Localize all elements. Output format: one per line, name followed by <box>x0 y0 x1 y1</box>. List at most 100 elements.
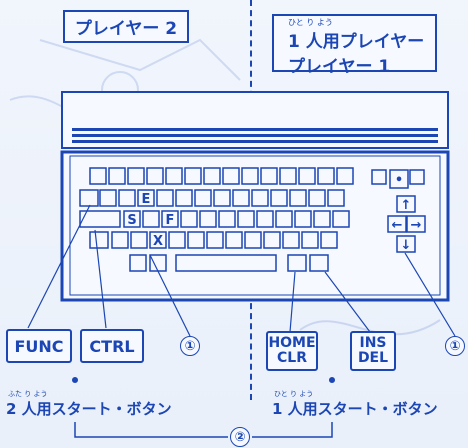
key <box>256 210 274 228</box>
key <box>89 231 109 249</box>
callout-number-1-right: ① <box>445 336 465 356</box>
spacebar <box>175 254 277 272</box>
key <box>168 231 186 249</box>
key <box>99 189 117 207</box>
key <box>332 210 350 228</box>
callout-x-key <box>149 254 191 337</box>
key <box>409 169 425 185</box>
one-player-start-text: 1 人用スタート・ボタン <box>272 400 438 418</box>
key <box>232 189 250 207</box>
keycap-f: F <box>166 213 175 228</box>
bullet-right <box>329 377 335 383</box>
keycap-e: E <box>142 192 151 207</box>
two-player-ruby: ふた り よう <box>8 390 48 398</box>
key <box>282 231 300 249</box>
key <box>336 167 354 185</box>
two-player-start-caption: ふた り よう 2 人用スタート・ボタン <box>6 390 172 419</box>
callout-down <box>404 252 456 337</box>
key <box>251 189 269 207</box>
keycap-s: S <box>127 213 136 228</box>
key <box>127 167 145 185</box>
key <box>199 210 217 228</box>
one-player-ruby: ひと り よう <box>274 390 314 398</box>
callout-ctrl <box>94 229 107 329</box>
func-key-label: FUNC <box>6 329 72 363</box>
ins-label: INS <box>359 335 387 351</box>
key-ins <box>309 254 329 272</box>
callout-func <box>27 204 91 329</box>
ctrl-key-label: CTRL <box>80 329 144 363</box>
key <box>317 167 335 185</box>
home-label: HOME <box>268 335 316 351</box>
bullet-left <box>72 377 78 383</box>
bracket-2-right <box>252 422 333 438</box>
key <box>301 231 319 249</box>
callout-ins <box>324 271 371 333</box>
keyboard-inner-frame <box>69 155 441 296</box>
slot-line-1 <box>72 128 438 131</box>
key <box>79 210 121 228</box>
callout-home <box>289 271 296 333</box>
two-player-start-text: 2 人用スタート・ボタン <box>6 400 172 418</box>
key <box>130 231 148 249</box>
arrow-up-key <box>396 195 416 213</box>
key <box>237 210 255 228</box>
one-player-start-caption: ひと り よう 1 人用スタート・ボタン <box>272 390 438 419</box>
del-label: DEL <box>357 350 389 366</box>
key <box>294 210 312 228</box>
callout-number-1-left: ① <box>180 336 200 356</box>
key <box>213 189 231 207</box>
keycap-up: ↑ <box>401 198 412 213</box>
slot-line-3 <box>72 140 438 143</box>
ins-del-key-label: INS DEL <box>350 331 396 371</box>
cartridge-slot-panel <box>61 91 449 149</box>
key-dot <box>389 169 409 189</box>
arrow-right-key <box>406 215 426 233</box>
key <box>244 231 262 249</box>
key <box>129 254 147 272</box>
key <box>89 167 107 185</box>
bracket-2 <box>74 422 228 438</box>
key <box>118 189 136 207</box>
key <box>260 167 278 185</box>
key <box>218 210 236 228</box>
key <box>313 210 331 228</box>
key <box>263 231 281 249</box>
key <box>327 189 345 207</box>
callout-number-2: ② <box>230 427 250 447</box>
key <box>187 231 205 249</box>
one-player-label: 1 人用プレイヤー <box>288 32 425 52</box>
key <box>194 189 212 207</box>
key <box>184 167 202 185</box>
key <box>225 231 243 249</box>
slot-line-2 <box>72 134 438 137</box>
key <box>180 210 198 228</box>
key <box>142 210 160 228</box>
key <box>241 167 259 185</box>
key <box>371 169 387 185</box>
key <box>203 167 221 185</box>
keycap-down: ↓ <box>401 238 412 253</box>
key <box>275 210 293 228</box>
key-home <box>287 254 307 272</box>
key <box>123 210 141 228</box>
keycap-right: → <box>411 218 422 233</box>
key <box>175 189 193 207</box>
player-2-title: プレイヤー 2 <box>63 10 189 43</box>
keycap-dot: • <box>395 173 403 188</box>
key <box>320 231 338 249</box>
key <box>146 167 164 185</box>
key <box>108 167 126 185</box>
player-1-label: プレイヤー 1 <box>288 57 391 77</box>
key <box>298 167 316 185</box>
keycap-left: ← <box>392 218 403 233</box>
key <box>149 231 167 249</box>
keycap-x: X <box>153 234 163 249</box>
key <box>308 189 326 207</box>
player-1-title-box: ひと り よう 1 人用プレイヤー プレイヤー 1 <box>272 14 437 77</box>
key <box>156 189 174 207</box>
key <box>222 167 240 185</box>
key <box>206 231 224 249</box>
